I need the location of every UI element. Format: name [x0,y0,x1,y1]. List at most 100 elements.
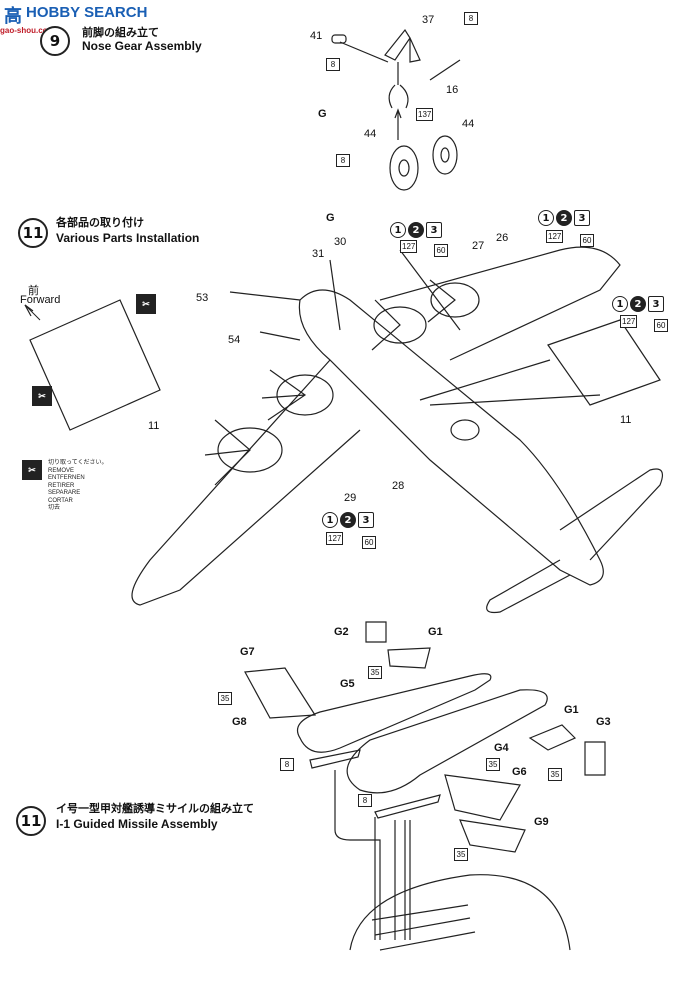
paint-callout-1: 1 2 3 [390,222,442,238]
step-11-badge: 11 [18,218,48,248]
part-54: 54 [228,334,241,346]
engine-nacelle-left [217,427,283,473]
part-16: 16 [446,84,459,96]
paint-137: 137 [416,108,434,121]
part-41: 41 [310,30,323,42]
step-11-title-jp: 各部品の取り付け [56,216,144,229]
paint-chip-3b: 3 [574,210,590,226]
part-29: 29 [344,492,357,504]
part-g-marker-1: G [318,108,327,120]
paint-chip-3: 3 [426,222,442,238]
paint-60-2: 60 [580,234,594,247]
part-27: 27 [472,240,485,252]
part-11-right: 11 [620,414,632,426]
paint-35-e: 35 [454,848,468,861]
part-31: 31 [312,248,325,260]
missile-fin-g3 [584,741,606,776]
paint-35-a: 35 [368,666,382,679]
paint-35-b: 35 [218,692,232,705]
paint-chip-2c: 2 [630,296,646,312]
part-g9: G9 [534,816,549,828]
paint-8-e: 8 [358,794,372,807]
paint-8-a: 8 [326,58,340,71]
cut-marker-icon-2: ✂ [32,386,52,406]
part-g-marker-2: G [326,212,335,224]
paint-chip-1b: 1 [538,210,554,226]
missile-bracket-8a [309,749,361,769]
paint-chip-2: 2 [408,222,424,238]
engine-nacelle-right-2 [430,282,480,318]
step-11-missile-title-en: I-1 Guided Missile Assembly [56,817,218,831]
engine-nacelle-right [373,306,427,344]
paint-callout-2: 1 2 3 [538,210,590,226]
fuselage-belly [349,874,571,951]
parts-tree-right [547,319,661,406]
forward-label-en: Forward [20,294,61,306]
engine-nacelle-left-2 [276,374,334,416]
missile-fin-g1-lower [528,724,577,751]
part-44-right: 44 [462,118,475,130]
part-53: 53 [196,292,209,304]
remove-line-de: ENTFERNEN [48,475,85,481]
step-9-badge: 9 [40,26,70,56]
step-11-missile-title-jp: イ号一型甲対艦誘導ミサイルの組み立て [56,802,254,815]
paint-chip-3d: 3 [358,512,374,528]
part-g2: G2 [334,626,349,638]
nose-wheel-right [432,135,458,175]
paint-chip-3c: 3 [648,296,664,312]
part-g3: G3 [596,716,611,728]
part-37: 37 [422,14,435,26]
paint-callout-4: 1 2 3 [322,512,374,528]
paint-127-3: 127 [620,315,638,328]
remove-icon: ✂ [22,460,42,480]
part-28: 28 [392,480,405,492]
paint-60-3: 60 [654,319,668,332]
watermark-subtitle: gao-shou.com [0,26,55,35]
paint-callout-3: 1 2 3 [612,296,664,312]
remove-line-es: CORTAR [48,497,73,504]
remove-line-jp: 切り取ってください。 [48,460,108,466]
parts-tree-left [29,299,161,431]
part-26: 26 [496,232,509,244]
remove-instructions: 切り取ってください。 REMOVE ENTFERNEN RETIRER SEPA… [48,460,108,513]
paint-chip-2b: 2 [556,210,572,226]
remove-line-en: REMOVE [48,467,75,474]
paint-60-1: 60 [434,244,448,257]
paint-35-c: 35 [486,758,500,771]
missile-body-g4 [346,689,548,794]
nose-wheel-left [389,145,419,191]
aircraft-fuselage [298,289,604,586]
watermark-title: HOBBY SEARCH [26,4,148,21]
aircraft-right-wing [379,246,621,361]
forward-label-jp: 前 [28,285,39,297]
missile-wing-g7 [244,667,317,719]
paint-chip-1: 1 [390,222,406,238]
missile-fin-g1-upper [387,647,431,669]
missile-fin-g6 [444,774,521,821]
step-11-missile-badge: 11 [16,806,46,836]
paint-127-1: 127 [400,240,418,253]
paint-35-d: 35 [548,768,562,781]
part-44-left: 44 [364,128,377,140]
paint-127-2: 127 [546,230,564,243]
paint-60-4: 60 [362,536,376,549]
missile-fin-g2 [365,621,387,643]
part-g5: G5 [340,678,355,690]
missile-body-g5 [296,673,492,753]
part-g1-lower: G1 [564,704,579,716]
paint-chip-1d: 1 [322,512,338,528]
missile-bracket-8b [374,794,441,819]
paint-chip-2d: 2 [340,512,356,528]
step-9-title-en: Nose Gear Assembly [82,39,202,53]
paint-8-b: 8 [464,12,478,25]
remove-line-zh: 切去 [48,505,61,511]
part-30: 30 [334,236,347,248]
missile-fin-g9 [459,819,526,853]
part-g1-upper: G1 [428,626,443,638]
remove-line-it: SEPARARE [48,490,81,496]
aircraft-tailplane [559,468,663,561]
step-9-title-jp: 前脚の組み立て [82,26,159,39]
aircraft-left-wing [131,359,361,606]
paint-127-4: 127 [326,532,344,545]
